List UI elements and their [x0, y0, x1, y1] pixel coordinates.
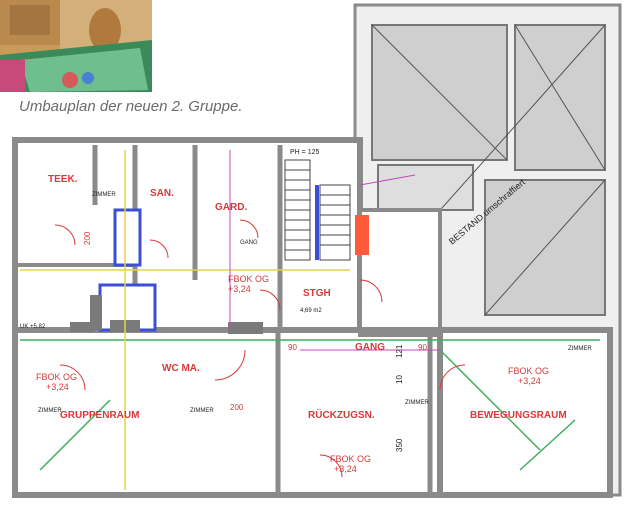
dim-121: 121	[395, 344, 404, 358]
fbok-value-2: +3,24	[46, 382, 69, 392]
zimmer-label-2: ZIMMER	[38, 408, 62, 414]
fbok-value-4: +3,24	[334, 464, 357, 474]
room-gruppenraum: GRUPPENRAUM	[60, 410, 139, 421]
dim-200-1: 200	[83, 231, 92, 245]
room-gard: GARD.	[215, 202, 247, 213]
zimmer-label-5: ZIMMER	[568, 346, 592, 352]
dim-10: 10	[395, 375, 404, 384]
room-bewegung: BEWEGUNGSRAUM	[470, 410, 567, 421]
zimmer-label-4: ZIMMER	[405, 400, 429, 406]
caption: Umbauplan der neuen 2. Gruppe.	[19, 98, 243, 115]
fbok-label-3: FBOK OG	[508, 366, 549, 376]
room-photo	[0, 0, 152, 92]
gang-small-label: GANG	[240, 240, 258, 246]
uk-label: UK +5,82	[20, 324, 46, 330]
plan-walls	[12, 137, 613, 498]
fbok-value-1: +3,24	[228, 284, 251, 294]
dim-90-1: 90	[288, 343, 297, 352]
room-gang: GANG	[355, 342, 385, 353]
ph-label: PH = 125	[290, 149, 319, 156]
guide-lines	[20, 150, 600, 490]
stgh-area: 4,69 m2	[300, 308, 322, 314]
room-teek: TEEK.	[48, 174, 78, 185]
room-rueckzug: RÜCKZUGSN.	[308, 408, 375, 421]
dim-350: 350	[395, 438, 404, 452]
zimmer-label-1: ZIMMER	[92, 192, 116, 198]
dim-90-2: 90	[418, 343, 427, 352]
fbok-label-1: FBOK OG	[228, 274, 269, 284]
zimmer-label-3: ZIMMER	[190, 408, 214, 414]
staircase	[284, 159, 369, 261]
room-stgh: STGH	[303, 288, 331, 299]
room-wcma: WC MA.	[162, 363, 200, 374]
fbok-value-3: +3,24	[518, 376, 541, 386]
fbok-label-4: FBOK OG	[330, 454, 371, 464]
fbok-label-2: FBOK OG	[36, 372, 77, 382]
room-san: SAN.	[150, 188, 174, 199]
door-swings	[54, 219, 466, 478]
dim-200-2: 200	[230, 403, 244, 412]
